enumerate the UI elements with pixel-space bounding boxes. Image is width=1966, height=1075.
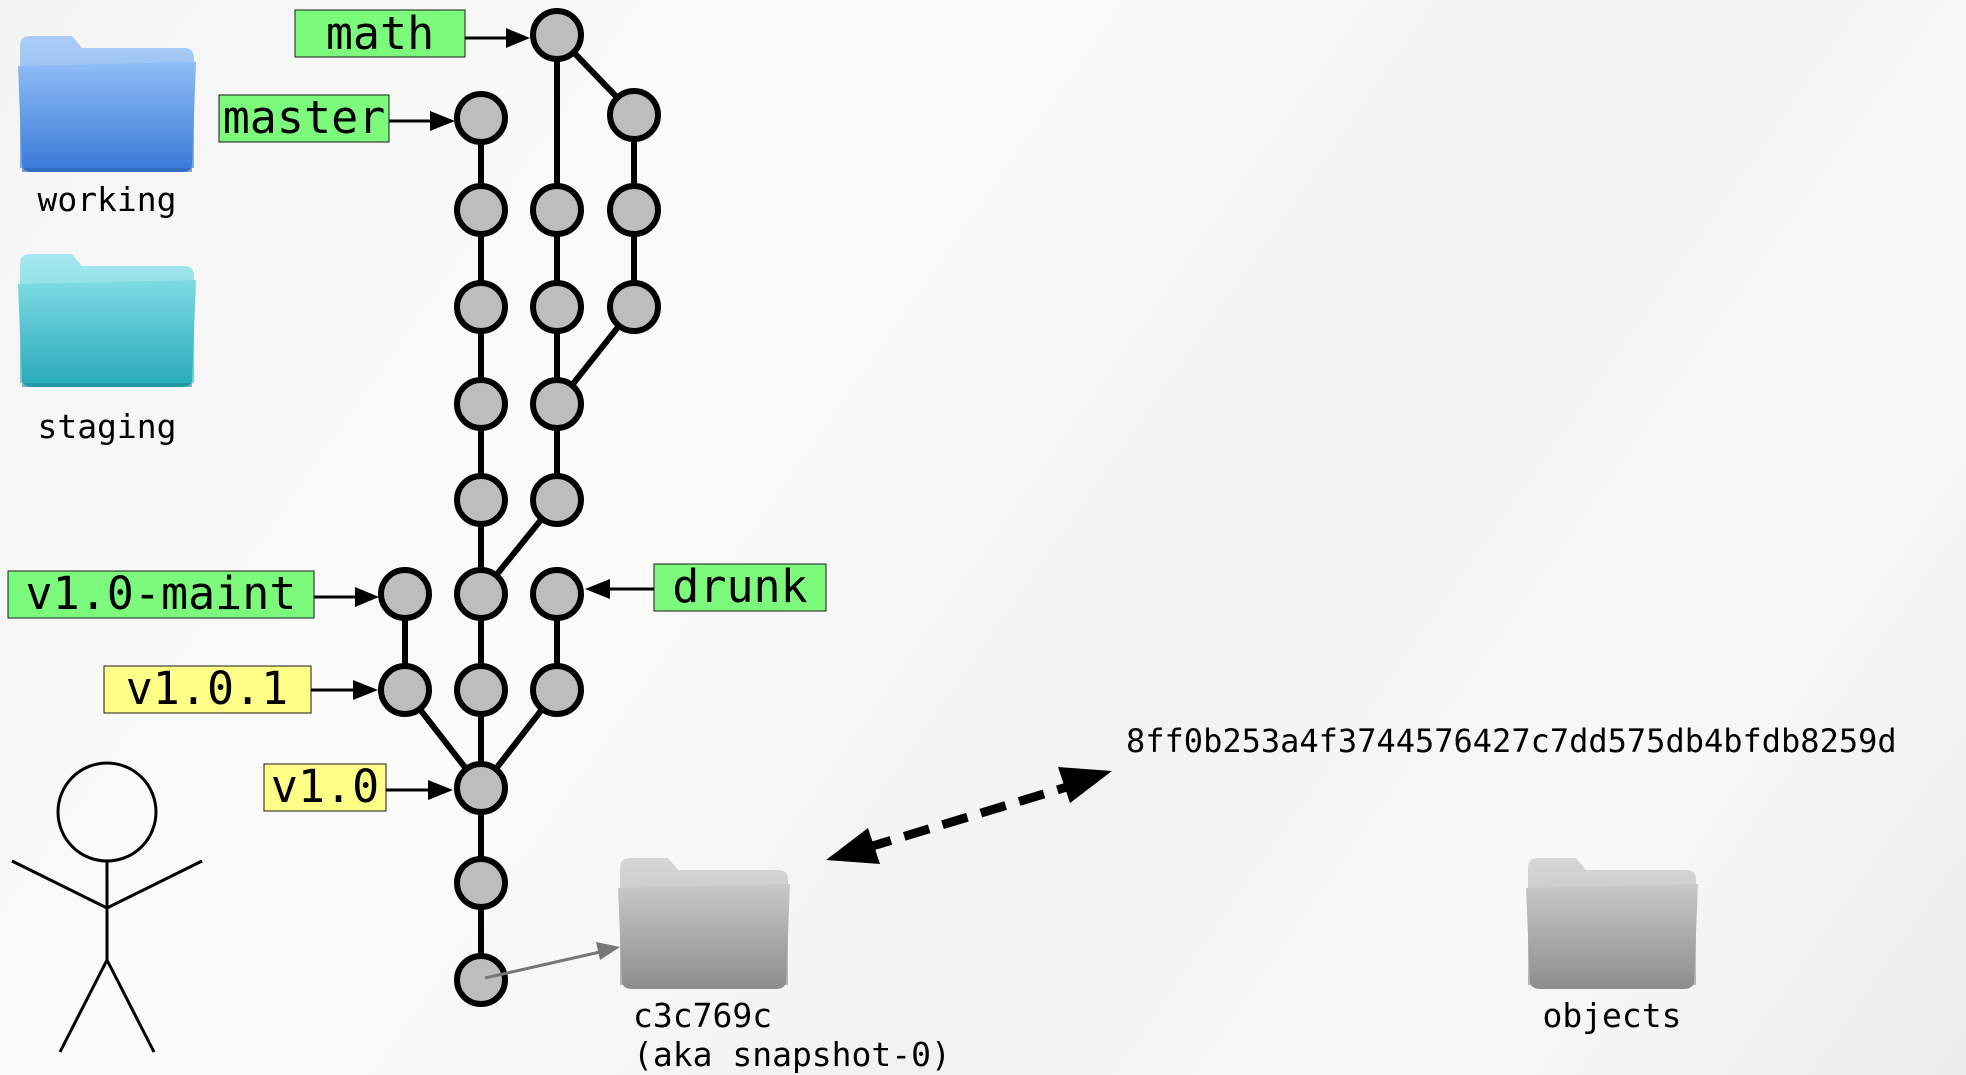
branch-drunk: drunk bbox=[585, 560, 827, 613]
commit-node bbox=[454, 761, 508, 815]
commit-node bbox=[454, 953, 508, 1007]
branch-v1-0-maint-label: v1.0-maint bbox=[26, 567, 297, 620]
blue-folder-icon bbox=[18, 36, 196, 172]
commit-node bbox=[378, 663, 432, 717]
commit-node bbox=[530, 663, 584, 717]
working-label: working bbox=[37, 180, 176, 219]
commit-node bbox=[378, 567, 432, 621]
staging-label: staging bbox=[37, 407, 176, 446]
commit-node bbox=[530, 377, 584, 431]
branch-drunk-label: drunk bbox=[672, 560, 807, 613]
objects-folder: objects bbox=[1526, 858, 1698, 1035]
gray-folder-icon bbox=[1526, 858, 1698, 989]
commit-node bbox=[454, 856, 508, 910]
working-folder: working bbox=[18, 36, 196, 219]
commit-node bbox=[530, 183, 584, 237]
branch-master: master bbox=[218, 91, 455, 144]
commit-node bbox=[454, 473, 508, 527]
commit-node bbox=[530, 567, 584, 621]
commit-node bbox=[607, 88, 661, 142]
tag-v1-0: v1.0 bbox=[263, 760, 453, 813]
branch-math: math bbox=[294, 7, 530, 60]
commit-node bbox=[607, 183, 661, 237]
branch-math-label: math bbox=[326, 7, 434, 60]
snapshot-id-label: c3c769c bbox=[633, 996, 772, 1035]
commit-node bbox=[454, 377, 508, 431]
tag-v1-0-1: v1.0.1 bbox=[103, 662, 378, 715]
commit-node bbox=[454, 567, 508, 621]
commit-node bbox=[530, 473, 584, 527]
snapshot-pointer bbox=[484, 942, 620, 980]
objects-label: objects bbox=[1542, 996, 1681, 1035]
commit-node bbox=[530, 280, 584, 334]
snapshot-folder: c3c769c (aka snapshot-0) bbox=[618, 858, 951, 1074]
commit-node bbox=[454, 183, 508, 237]
commit-node bbox=[454, 663, 508, 717]
commit-node bbox=[454, 91, 508, 145]
tag-v1-0-1-label: v1.0.1 bbox=[126, 662, 289, 715]
snapshot-alias-label: (aka snapshot-0) bbox=[633, 1035, 951, 1074]
branch-master-label: master bbox=[223, 91, 386, 144]
user-figure-icon bbox=[11, 761, 203, 1053]
branch-v1-0-maint: v1.0-maint bbox=[7, 567, 379, 620]
commit-node bbox=[530, 8, 584, 62]
hash-double-arrow bbox=[826, 767, 1112, 864]
commit-nodes bbox=[378, 8, 661, 1007]
commit-node bbox=[607, 280, 661, 334]
commit-hash: 8ff0b253a4f3744576427c7dd575db4bfdb8259d bbox=[1126, 722, 1897, 760]
commit-node bbox=[454, 280, 508, 334]
commit-edges bbox=[402, 32, 637, 980]
teal-folder-icon bbox=[18, 254, 196, 387]
staging-folder: staging bbox=[18, 254, 196, 446]
gray-folder-icon bbox=[618, 858, 790, 989]
tag-v1-0-label: v1.0 bbox=[271, 760, 379, 813]
